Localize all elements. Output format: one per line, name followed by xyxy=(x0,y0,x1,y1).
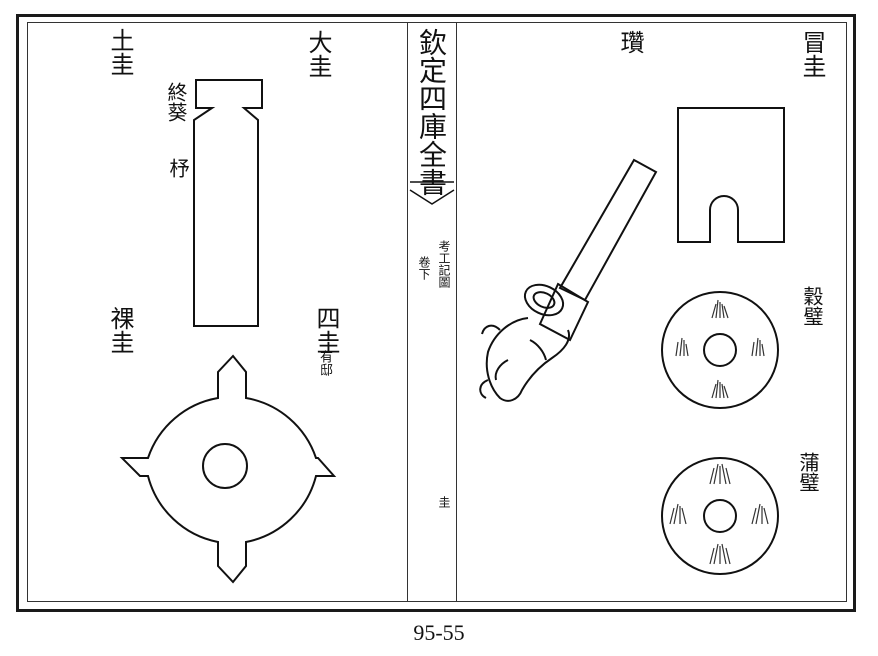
label-gu-bi: 穀璧 xyxy=(800,286,824,326)
inner-border xyxy=(27,22,847,602)
spine-book-title: 考工記圖 xyxy=(437,240,451,288)
spine-column xyxy=(407,22,457,602)
mao-gui-drawing xyxy=(677,107,785,243)
spine-volume: 卷下 xyxy=(417,256,431,280)
pu-bi-drawing xyxy=(661,457,779,575)
label-guan-gui: 祼圭 xyxy=(106,306,134,354)
label-si-gui: 四圭 xyxy=(312,306,340,354)
label-da-gui: 大圭 xyxy=(304,30,332,78)
page-number: 95-55 xyxy=(413,620,465,645)
outer-border xyxy=(16,14,856,612)
label-tu-gui: 土圭 xyxy=(106,28,134,76)
zan-ladle-drawing xyxy=(479,158,658,402)
label-pu-bi: 蒲璧 xyxy=(796,452,820,492)
gu-bi-drawing xyxy=(661,291,779,409)
label-shu: 杼 xyxy=(166,158,190,178)
spine-fishtail-mark xyxy=(409,181,455,205)
label-zan: 瓚 xyxy=(616,30,644,54)
si-gui-disc-drawing xyxy=(119,354,337,584)
label-zhong-kui: 終葵 xyxy=(164,82,188,122)
spine-folio: 圭 xyxy=(437,496,451,508)
gu-bi-grain-motifs xyxy=(675,299,765,399)
da-gui-tablet-drawing xyxy=(193,79,263,327)
label-you-di: 有邸 xyxy=(317,350,332,376)
spine-title: 欽定四庫全書 xyxy=(415,28,448,196)
label-mao-gui: 冒圭 xyxy=(798,30,826,78)
pu-bi-rush-motifs xyxy=(669,463,769,565)
